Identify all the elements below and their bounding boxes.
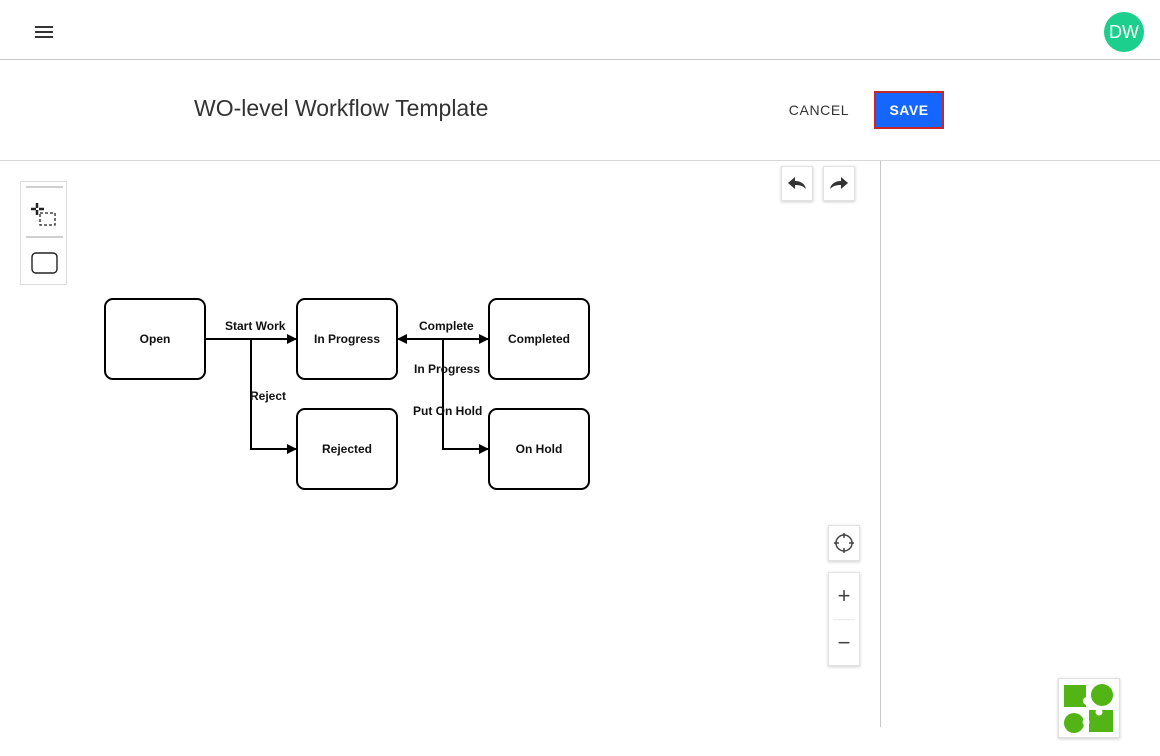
zoom-controls: + − bbox=[828, 572, 860, 666]
undo-icon bbox=[788, 177, 806, 189]
state-node-rejected[interactable]: Rejected bbox=[296, 408, 398, 490]
edge-label-in-progress[interactable]: In Progress bbox=[414, 362, 481, 376]
redo-button[interactable] bbox=[823, 166, 855, 201]
diagram-edges bbox=[205, 334, 489, 454]
undo-button[interactable] bbox=[781, 166, 813, 201]
editor-header: WO-level Workflow Template CANCEL SAVE bbox=[0, 60, 1160, 161]
avatar[interactable]: DW bbox=[1104, 12, 1144, 52]
state-shape-icon[interactable] bbox=[27, 246, 62, 280]
edge-label-reject[interactable]: Reject bbox=[250, 389, 287, 403]
recenter-button[interactable] bbox=[828, 525, 860, 561]
zoom-separator bbox=[833, 619, 855, 620]
properties-panel-divider bbox=[880, 161, 881, 727]
edge-label-complete[interactable]: Complete bbox=[419, 319, 474, 333]
palette-separator bbox=[26, 186, 63, 188]
page-title: WO-level Workflow Template bbox=[194, 95, 489, 121]
edge-put-on-hold[interactable] bbox=[442, 339, 489, 454]
edge-reject[interactable] bbox=[250, 339, 297, 454]
edge-label-start-work[interactable]: Start Work bbox=[225, 319, 286, 333]
state-node-completed[interactable]: Completed bbox=[488, 298, 590, 380]
state-node-on-hold[interactable]: On Hold bbox=[488, 408, 590, 490]
zoom-out-label: − bbox=[837, 630, 851, 655]
state-node-in-progress[interactable]: In Progress bbox=[296, 298, 398, 380]
recenter-icon bbox=[834, 533, 854, 553]
redo-icon bbox=[830, 177, 848, 189]
lasso-select-icon[interactable] bbox=[27, 196, 62, 230]
zoom-in-button[interactable]: + bbox=[829, 573, 859, 619]
top-app-bar: DW bbox=[0, 0, 1160, 60]
save-button[interactable]: SAVE bbox=[874, 91, 944, 129]
state-node-open[interactable]: Open bbox=[104, 298, 206, 380]
zoom-in-label: + bbox=[837, 583, 851, 608]
tool-palette bbox=[20, 181, 67, 285]
bpmn-io-logo[interactable] bbox=[1058, 678, 1120, 738]
zoom-out-button[interactable]: − bbox=[829, 620, 859, 666]
hamburger-menu-icon[interactable] bbox=[30, 18, 58, 46]
puzzle-logo-icon bbox=[1064, 684, 1113, 733]
palette-separator bbox=[26, 236, 63, 238]
cancel-button[interactable]: CANCEL bbox=[779, 92, 859, 128]
edge-label-put-on-hold[interactable]: Put On Hold bbox=[413, 404, 483, 418]
